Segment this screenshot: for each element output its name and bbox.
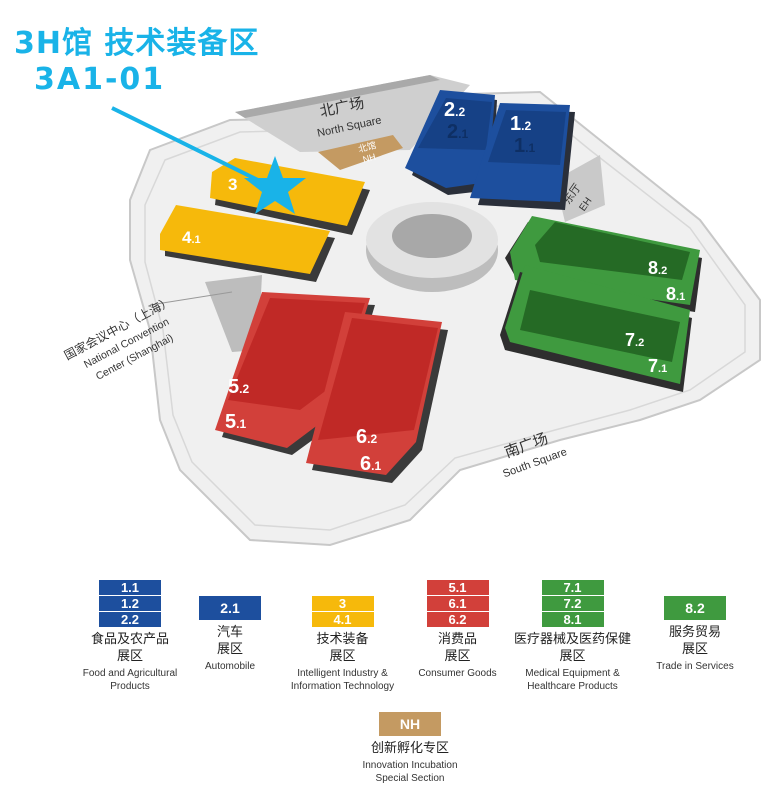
legend-trade-cn: 服务贸易: [668, 625, 721, 640]
legend-consumer-cn2: 展区: [444, 649, 471, 664]
hall-5-1-label: 5.1: [225, 411, 246, 433]
highlight-title: 3H馆 技术装备区: [14, 26, 260, 61]
hall-5-2-label: 5.2: [228, 376, 249, 398]
highlight-pointer-line: [111, 106, 271, 188]
legend-trade-en: Trade in Services: [656, 661, 734, 672]
legend-nh-cn: 创新孵化专区: [370, 741, 449, 756]
hall-7-upper: [520, 290, 680, 362]
legend-auto-cn2: 展区: [216, 642, 243, 657]
north-hall-label-en: NH: [362, 152, 377, 165]
hall-4-1-label: 4.1: [182, 228, 201, 247]
legend-consumer-badge-1: 5.1: [426, 580, 489, 595]
hall-6-upper: [318, 318, 438, 440]
venue-map: 北广场 North Square 北馆 NH 东厅 EH 2.2 2.1 1.2…: [61, 75, 761, 547]
legend-tech-cn: 技术装备: [316, 632, 369, 647]
legend-tech-badge-1: 3: [311, 596, 374, 611]
legend-food-cn2: 展区: [116, 649, 143, 664]
legend-consumer-en: Consumer Goods: [418, 668, 497, 679]
legend-medical-cn2: 展区: [559, 649, 586, 664]
legend-food: 1.1 1.2 2.2 食品及农产品 展区 Food and Agricultu…: [70, 580, 190, 693]
legend-food-badge-3: 2.2: [99, 612, 161, 627]
ncc-leader-line: [149, 291, 233, 306]
legend-tech-cn2: 展区: [329, 649, 356, 664]
legend-medical-en: Medical Equipment &Healthcare Products: [525, 668, 620, 692]
hall-7-1-label: 7.1: [648, 356, 667, 376]
legend-medical-badge-1: 7.1: [541, 580, 604, 595]
legend-trade: 8.2 服务贸易 展区 Trade in Services: [645, 596, 745, 673]
legend-medical: 7.1 7.2 8.1 医疗器械及医药保健 展区 Medical Equipme…: [505, 580, 640, 693]
highlight-star-icon: [244, 156, 306, 214]
hall-2-1-label: 2.1: [447, 121, 468, 143]
legend-food-badge-1: 1.1: [99, 580, 161, 595]
hall-7-2-label: 7.2: [625, 330, 644, 350]
hall-1-upper: [488, 110, 566, 165]
legend-auto-en: Automobile: [204, 661, 256, 672]
legend-tech-badge-2: 4.1: [311, 612, 374, 627]
north-square: [235, 75, 470, 152]
legend-food-cn: 食品及农产品: [90, 632, 169, 647]
hall-6-1-label: 6.1: [360, 453, 381, 475]
hall-8-2-label: 8.2: [648, 258, 667, 278]
legend-medical-badge-2: 7.2: [541, 596, 604, 611]
legend-consumer-cn: 消费品: [437, 632, 477, 647]
legend-tech-en: Intelligent Industry &Information Techno…: [290, 668, 395, 692]
hall-4: [160, 205, 330, 274]
hall-8-1-label: 8.1: [666, 284, 685, 304]
legend-auto: 2.1 汽车 展区 Automobile: [185, 596, 275, 673]
hall-6-2-label: 6.2: [356, 426, 377, 448]
legend-trade-badge: 8.2: [664, 596, 726, 620]
legend-food-badge-2: 1.2: [99, 596, 161, 611]
hall-3-label: 3: [228, 175, 237, 194]
hall-8-upper: [535, 222, 690, 280]
legend-consumer: 5.1 6.1 6.2 消费品 展区 Consumer Goods: [405, 580, 510, 680]
legend-trade-cn2: 展区: [681, 642, 708, 657]
hall-1-2-label: 1.2: [510, 113, 531, 135]
east-hall-eh: [555, 155, 605, 222]
legend-medical-cn: 医疗器械及医药保健: [513, 632, 631, 647]
legend-nh-badge: NH: [379, 712, 441, 736]
north-hall-nh: [318, 135, 403, 170]
central-hub-center: [392, 214, 472, 258]
legend-tech: 3 4.1 技术装备 展区 Intelligent Industry &Info…: [280, 596, 405, 693]
hall-1-1-label: 1.1: [514, 135, 535, 157]
north-square-shade: [235, 75, 440, 118]
legend-auto-badge: 2.1: [199, 596, 261, 620]
legend-consumer-badge-2: 6.1: [426, 596, 489, 611]
highlight-booth-code: 3A1-01: [34, 62, 166, 97]
legend-auto-cn: 汽车: [216, 625, 243, 640]
hall-2-2-label: 2.2: [444, 99, 465, 121]
legend-consumer-badge-3: 6.2: [426, 612, 489, 627]
legend-medical-badge-3: 8.1: [541, 612, 604, 627]
hall-2-upper: [418, 98, 492, 150]
